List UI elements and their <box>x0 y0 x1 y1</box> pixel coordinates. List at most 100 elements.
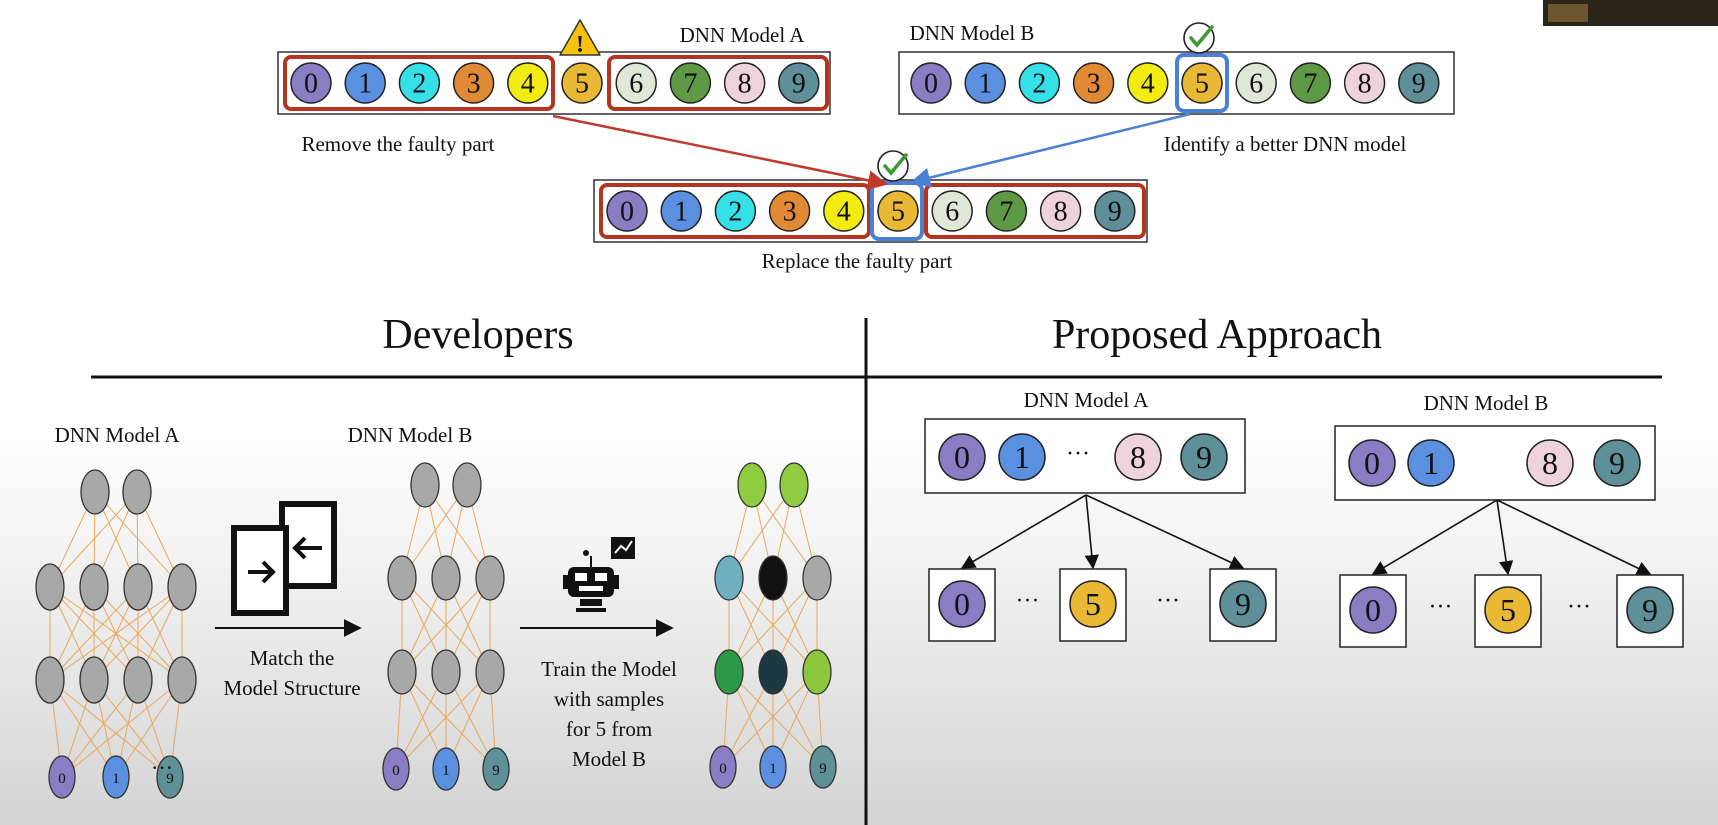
network-edge <box>49 586 183 681</box>
network-edge <box>49 679 171 778</box>
proposed-root-digit-9: 9 <box>1180 433 1228 481</box>
network-node <box>431 649 461 695</box>
network-node <box>79 656 109 704</box>
proposed-model-a-label: DNN Model A <box>1024 388 1150 412</box>
network-node <box>35 656 65 704</box>
digit-label: 3 <box>1087 69 1101 100</box>
train-label-line3: for 5 from <box>566 717 652 741</box>
network-node <box>102 755 130 799</box>
digit-label: 8 <box>1358 69 1372 100</box>
digit-4: 4 <box>507 62 549 104</box>
network-edge <box>751 484 818 579</box>
digit-label: 4 <box>837 197 851 228</box>
proposed-root-digit-1: 1 <box>1407 439 1455 487</box>
digit-0: 0 <box>290 62 332 104</box>
digit-3: 3 <box>1072 62 1115 104</box>
replaced-part-highlight <box>870 181 924 241</box>
digit-1: 1 <box>344 62 386 104</box>
digit-circle-bg <box>1039 190 1082 232</box>
better-to-replace-arrow <box>910 112 1191 188</box>
digit-label: 3 <box>783 197 797 228</box>
digit-4: 4 <box>1127 62 1169 104</box>
network-node <box>759 745 787 789</box>
digit-3: 3 <box>452 62 495 104</box>
digit-label: 5 <box>575 69 589 100</box>
digit-label: 6 <box>1249 69 1263 100</box>
digit-circle-bg <box>964 62 1006 104</box>
proposed-leaf-digit-0: 0 <box>938 580 986 628</box>
network-node <box>387 555 417 601</box>
network-node <box>80 469 110 515</box>
digit-label: 8 <box>738 69 752 100</box>
better-part-highlight <box>1175 53 1229 113</box>
kept-group-right <box>924 183 1146 239</box>
proposed-root-digit-9: 9 <box>1593 439 1641 487</box>
network-node <box>122 469 152 515</box>
network-edge <box>401 577 491 673</box>
output-node-label: 0 <box>392 763 400 779</box>
network-node <box>475 555 505 601</box>
network-node <box>48 755 76 799</box>
train-label-line4: Model B <box>572 747 646 771</box>
digit-circle-bg <box>1343 62 1386 104</box>
ellipsis: ··· <box>1016 588 1040 614</box>
digit-2: 2 <box>1018 62 1061 104</box>
proposed-leaf-digit-5: 5 <box>1069 580 1117 628</box>
network-edge <box>722 671 818 768</box>
network-edge <box>395 671 491 770</box>
digit-circle-bg <box>1127 62 1169 104</box>
output-node-label: 9 <box>492 763 500 779</box>
digit-label: 2 <box>1032 69 1046 100</box>
digit-label: 3 <box>467 69 481 100</box>
proposed-root-digit-8: 8 <box>1526 439 1574 487</box>
digit-circle-bg <box>1018 62 1061 104</box>
digit-circle-bg <box>1114 433 1162 481</box>
ellipsis: ··· <box>1156 588 1180 614</box>
digit-9: 9 <box>1094 190 1136 232</box>
digit-label: 0 <box>304 69 318 100</box>
branch-arrow <box>1496 499 1652 575</box>
network-edge <box>401 671 497 770</box>
digit-6: 6 <box>1235 62 1277 104</box>
branch-arrow <box>1084 494 1099 570</box>
faulty-group-right <box>607 55 829 111</box>
digit-circle-bg <box>1235 62 1277 104</box>
branch-arrow <box>1371 499 1498 575</box>
digit-circle-bg <box>561 62 603 104</box>
network-edge <box>401 484 468 579</box>
webcam-detail <box>1548 4 1588 22</box>
digit-1: 1 <box>660 190 702 232</box>
network-edge <box>61 679 183 778</box>
network-node <box>802 649 832 695</box>
digit-circle-bg <box>398 62 441 104</box>
network-edge <box>49 679 117 778</box>
branch-arrow <box>1085 494 1245 570</box>
network-node <box>475 649 505 695</box>
digit-circle-bg <box>1407 439 1455 487</box>
network-edges <box>49 491 183 778</box>
digit-label: 0 <box>954 586 970 622</box>
digit-circle-bg <box>1181 62 1223 104</box>
caption-identify-better: Identify a better DNN model <box>1164 132 1407 156</box>
digit-label: 5 <box>1085 586 1101 622</box>
digit-circle-bg <box>344 62 386 104</box>
digit-2: 2 <box>398 62 441 104</box>
ellipsis: ··· <box>151 755 173 780</box>
digit-circle-bg <box>1180 433 1228 481</box>
digit-label: 2 <box>728 197 742 228</box>
digit-label: 9 <box>1108 197 1122 228</box>
digit-label: 5 <box>891 197 905 228</box>
network-node <box>35 563 65 611</box>
digit-label: 2 <box>412 69 426 100</box>
ellipsis: ··· <box>1429 594 1453 620</box>
digit-5: 5 <box>1181 62 1223 104</box>
output-node-label: 9 <box>819 761 827 777</box>
digit-label: 6 <box>629 69 643 100</box>
